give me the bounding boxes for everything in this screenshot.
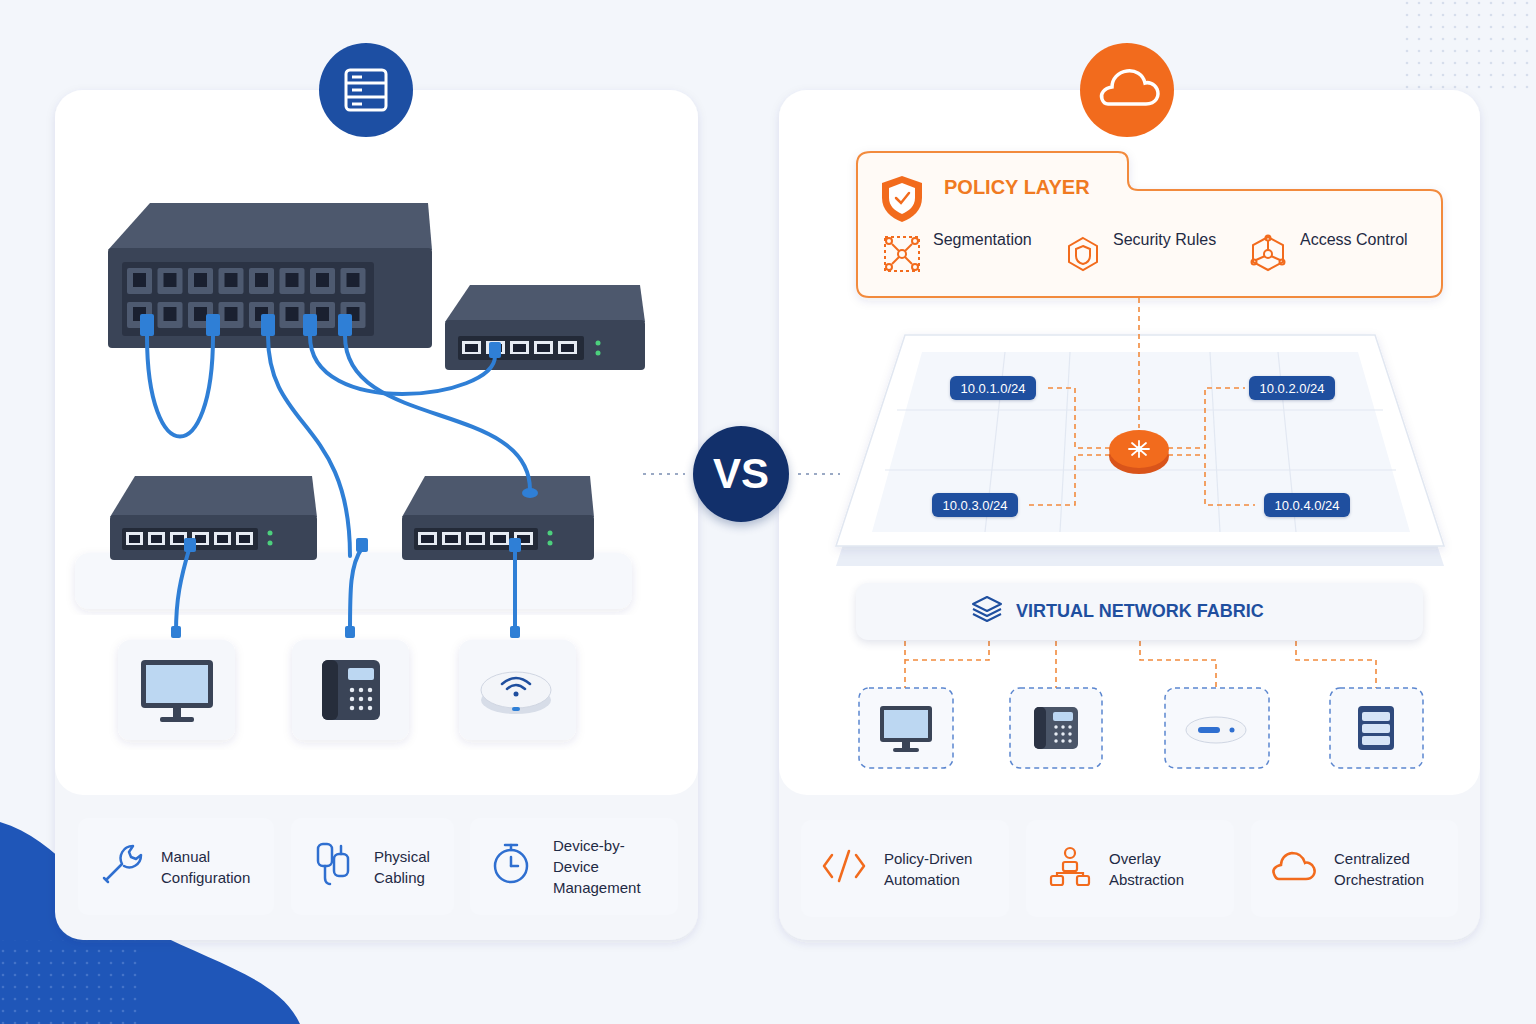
dot-texture [0,940,140,1024]
policy-layer: POLICY LAYER Segmentation Security Rules Ac… [857,152,1442,298]
hierarchy-icon [1051,848,1089,885]
feature-card: Manual Configuration [78,818,274,915]
code-icon [824,851,864,881]
cable-plug [140,314,521,638]
subnet-tag: 10.0.1.0/24 [950,376,1036,400]
policy-item: Security Rules [1113,231,1216,249]
panel-top [779,90,1480,795]
feature-card: Policy-Driven Automation [801,820,1009,917]
subnet-label: 10.0.3.0/24 [942,498,1007,513]
monitor-icon [880,706,932,752]
access-switch [445,285,645,370]
section-heading: POLICY LAYER [944,176,1090,199]
feature-card: Overlay Abstraction [1026,820,1234,917]
layers-icon [973,597,1001,621]
panel-top [55,90,698,795]
subnet-tag: 10.0.2.0/24 [1249,376,1335,400]
device-tile [118,640,235,740]
wrench-icon [104,846,141,882]
server-icon [1358,706,1394,750]
panel [779,90,1480,940]
phone-icon [322,660,380,720]
feature-label: Manual Configuration [161,846,264,888]
feature-label: Centralized Orchestration [1334,848,1448,890]
hub-router [1109,430,1169,474]
cloud-icon [1101,71,1157,104]
policy-item: Access Control [1300,231,1408,249]
wifi-access-point [1186,717,1246,743]
policy-layer-outline [857,152,1442,297]
subnet-label: 10.0.1.0/24 [960,381,1025,396]
subnet-tag: 10.0.3.0/24 [932,493,1018,517]
access-switch [402,476,594,560]
fabric-label: VIRTUAL NETWORK FABRIC [1016,601,1264,622]
feature-card: Device-by-Device Management [470,818,678,915]
wifi-access-point [481,672,551,714]
access-icon [1252,236,1285,271]
cloud-icon [1273,853,1314,879]
stopwatch-icon [495,845,527,882]
feature-card: Physical Cabling [291,818,454,915]
device-tile [459,640,576,740]
subnet-label: 10.0.4.0/24 [1274,498,1339,513]
device-tile [292,640,409,740]
phone-icon [1034,707,1078,749]
subnet-tag: 10.0.4.0/24 [1264,493,1350,517]
core-switch [108,203,432,348]
fabric-band: VIRTUAL NETWORK FABRIC [856,583,1423,640]
feature-label: Physical Cabling [374,846,444,888]
security-icon [1069,238,1097,270]
dotted-line [643,473,685,475]
feature-label: Device-by-Device Management [553,835,668,898]
policy-item: Segmentation [933,231,1032,249]
access-switch [110,476,317,560]
segmentation-icon [885,237,919,271]
shield-icon [882,176,922,222]
feature-card: Centralized Orchestration [1251,820,1458,917]
subnet-label: 10.0.2.0/24 [1259,381,1324,396]
monitor-icon [141,660,213,722]
dotted-line [798,473,840,475]
feature-label: Overlay Abstraction [1109,848,1224,890]
network-platform [836,335,1444,566]
badge-circle [1080,43,1174,137]
vs-label: VS [713,450,769,498]
virtual-device-box [859,688,1423,768]
cable-icon [318,844,348,884]
panel [55,90,698,940]
server-icon [346,70,386,110]
badge-circle [319,43,413,137]
dot-texture [1400,0,1530,90]
feature-label: Policy-Driven Automation [884,848,999,890]
vs-badge: VS [693,426,789,522]
network-cable [147,336,530,632]
